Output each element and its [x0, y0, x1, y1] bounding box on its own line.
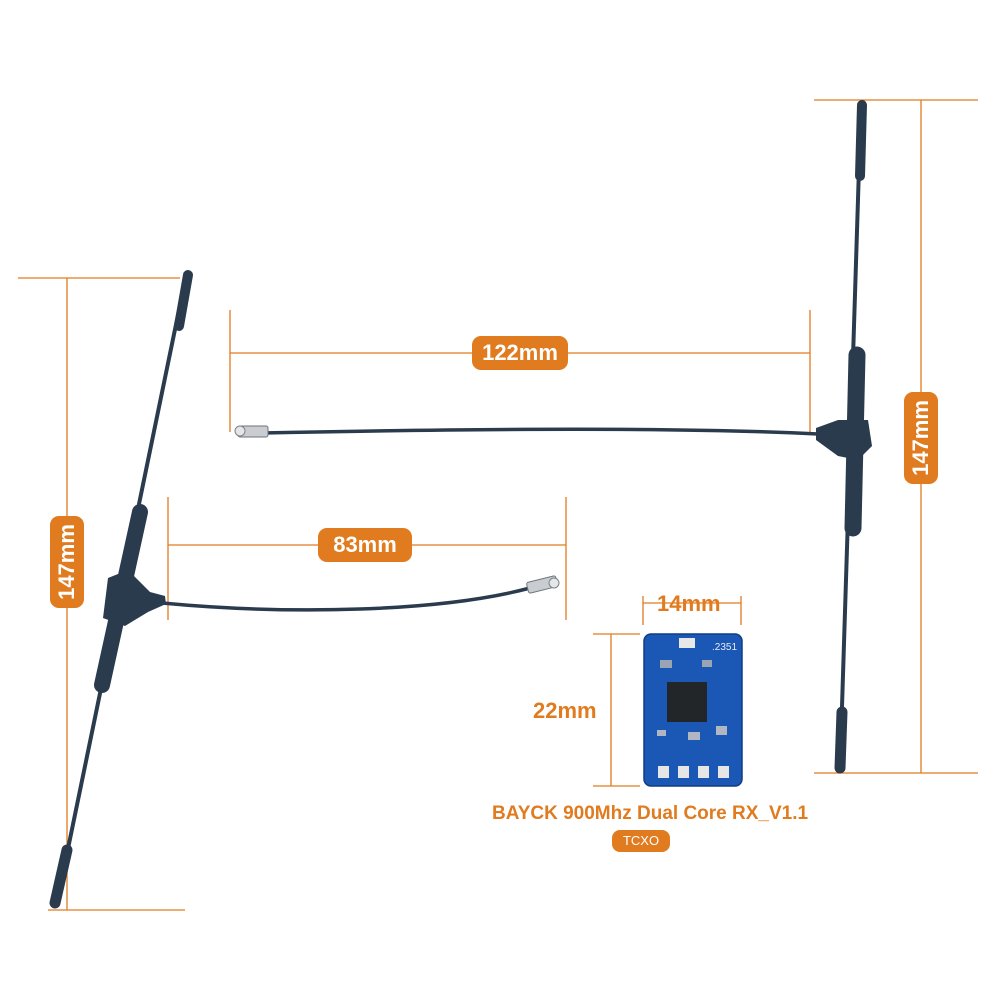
left-antenna-bottom-tip: [49, 844, 73, 909]
board-component-b: [702, 660, 712, 667]
dimension-lines: [18, 99, 978, 911]
left-antenna-cable: [161, 586, 531, 612]
right-antenna-length-text: 147mm: [908, 400, 933, 476]
left-ufl-tip: [548, 577, 560, 589]
board-width-label: 14mm: [657, 591, 721, 616]
receiver-board: .2351: [643, 633, 743, 787]
board-led: [679, 638, 695, 648]
board-main-chip: [667, 682, 707, 722]
board-pad-2: [678, 766, 689, 778]
tcxo-badge: TCXO: [612, 830, 670, 852]
board-height-label: 22mm: [533, 698, 597, 723]
board-component-d: [688, 732, 700, 740]
board-component-a: [660, 660, 672, 668]
left-antenna-top-tip: [174, 270, 193, 331]
board-component-e: [716, 726, 727, 735]
left-cable-length-label: 83mm: [318, 528, 412, 562]
right-antenna-bottom-tip: [834, 706, 848, 774]
right-antenna-cable: [261, 427, 819, 436]
left-antenna: [49, 270, 560, 909]
board-pad-4: [718, 766, 729, 778]
left-antenna-length-label: 147mm: [50, 516, 84, 608]
board-pad-3: [698, 766, 709, 778]
right-antenna: [234, 100, 872, 774]
right-antenna-hub: [816, 420, 872, 460]
board-component-c: [657, 730, 666, 736]
product-name: BAYCK 900Mhz Dual Core RX_V1.1: [492, 803, 809, 824]
left-antenna-hub: [103, 570, 166, 626]
board-silkscreen: .2351: [712, 642, 737, 653]
left-antenna-length-text: 147mm: [54, 524, 79, 600]
right-antenna-length-label: 147mm: [904, 392, 938, 484]
right-ufl-tip: [234, 425, 246, 437]
board-pad-1: [658, 766, 669, 778]
right-cable-length-label: 122mm: [472, 336, 568, 370]
right-antenna-top-tip: [855, 100, 867, 181]
